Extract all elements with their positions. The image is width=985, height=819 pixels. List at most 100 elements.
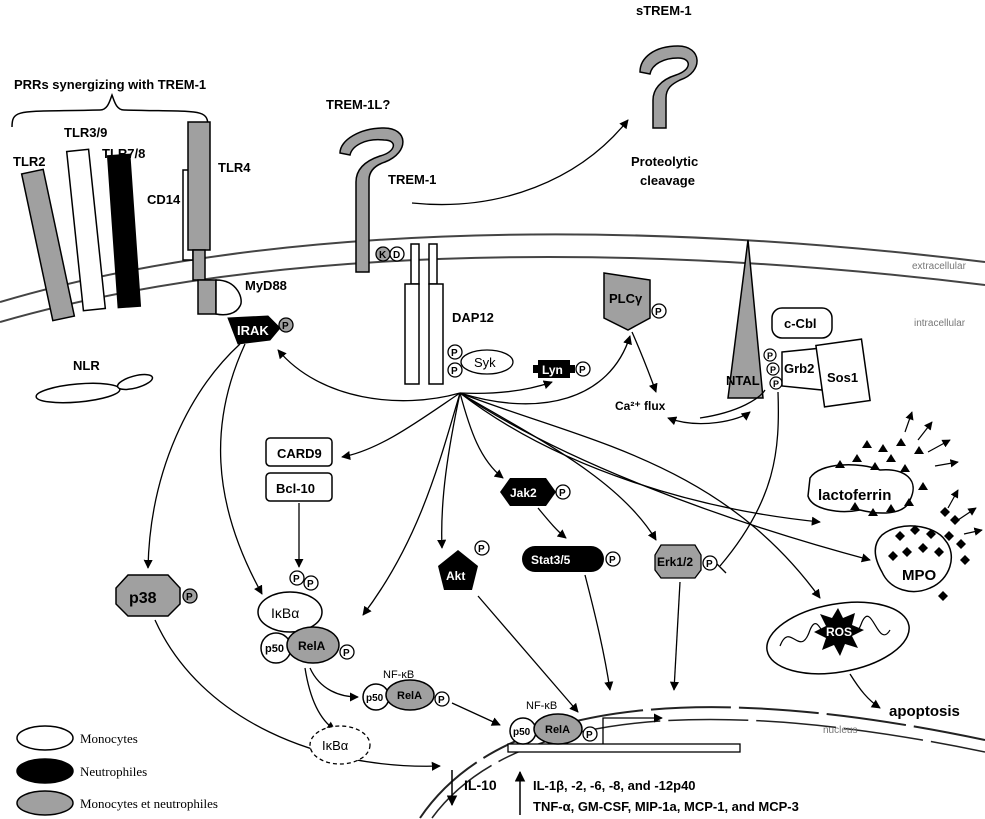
nuclear-rela [533,713,583,745]
legend: Monocytes Neutrophiles Monocytes et neut… [16,725,218,816]
irak-label: IRAK [237,323,269,338]
nuclear-p50-label: p50 [513,727,531,738]
legend-label-both: Monocytes et neutrophiles [80,796,218,811]
nfkb-label: NF-κB [383,669,414,681]
p38-to-nucleus-arrow [154,619,441,771]
dap12-p2-label: P [451,366,458,377]
proteolytic-label: Proteolytic [631,154,698,169]
signal-arrows [277,335,871,616]
strem1-label: sTREM-1 [636,3,692,18]
tlr78-receptor [106,153,142,309]
lactoferrin-label: lactoferrin [818,487,891,504]
dap12-cyto-right [428,283,444,385]
irak-phospho [278,317,294,333]
jak2-to-stat-arrow [537,507,567,539]
tlr78-label: TLR7/8 [102,146,145,161]
cytokine-line-2: TNF-α, GM-CSF, MIP-1a, MCP-1, and MCP-3 [533,799,799,814]
plc-to-ca-arrow [631,331,658,393]
mpo-label: MPO [902,567,937,584]
ikba-phospho-2 [303,575,319,591]
tlr4-stalk [192,249,206,281]
stat-box [522,546,604,572]
legend-label-neutrophiles: Neutrophiles [80,764,147,779]
ntal-adapter [727,239,764,399]
erk-phospho [702,555,718,571]
akt-kinase [438,550,478,590]
legend-swatch-neutrophiles [16,758,74,784]
ikba-p1-label: P [293,574,300,585]
akt-phospho [474,540,490,556]
ikba-phospho-1 [289,570,305,586]
erk-kinase [654,544,702,579]
syk-label: Syk [474,355,496,370]
dap12-p1-label: P [451,348,458,359]
transcription-arrow [602,713,663,744]
stat-p-label: P [609,555,616,566]
akt-to-nucleus-arrow [477,595,579,713]
nucleus-membrane-outer [419,706,985,819]
syk-kinase [460,349,514,375]
jak2-label: Jak2 [510,486,537,500]
nuclear-rela-label: RelA [545,724,570,736]
il10-label: IL-10 [464,777,497,793]
ntal-p3-label: P [773,379,779,389]
erk-p-label: P [706,559,713,570]
d-label: D [393,250,400,261]
p38-phospho [182,588,198,604]
nfkb-import-arrow [451,702,501,726]
nfkb-rela [385,679,435,711]
ikba-p2-label: P [307,579,314,590]
cleavage-label: cleavage [640,173,695,188]
sos1-label: Sos1 [827,370,858,385]
lactoferrin-triangles [835,438,928,516]
ntal-p1-label: P [767,351,773,361]
irak-arrows [143,343,263,595]
legend-swatch-both [16,790,74,816]
lactoferrin-release-arrows [904,411,959,468]
dap12-label: DAP12 [452,310,494,325]
cleavage-arrow [411,119,629,206]
nlr-receptor [35,382,121,404]
ikba-degraded [309,725,371,765]
bcl10-box [265,472,333,502]
dna-strand [507,743,741,753]
ros-burst [814,608,864,656]
akt-label: Akt [446,569,465,583]
nfkb-rela-label: RelA [397,690,422,702]
ntal-phospho-1 [763,348,777,362]
p38-p-label: P [186,592,193,603]
erk-label: Erk1/2 [657,555,693,569]
dap12-chain-left [410,243,420,285]
strem1-molecule [639,45,698,129]
legend-label-monocytes: Monocytes [80,731,138,746]
ikba-label: IκBα [271,605,299,621]
dap12-phospho-1 [447,344,463,360]
akt-p-label: P [478,544,485,555]
p38-label: p38 [129,590,157,607]
tlr4-tir [197,279,217,315]
ntal-label: NTAL [726,373,760,388]
apoptosis-label: apoptosis [889,703,960,720]
stat-phospho [605,551,621,567]
card9-label: CARD9 [277,446,322,461]
nfkb-p-label: P [438,695,445,706]
tlr2-label: TLR2 [13,154,46,169]
cd14-label: CD14 [147,192,181,207]
mpo-release-arrows [947,489,983,536]
k-label: K [379,250,387,261]
prrs-header: PRRs synergizing with TREM-1 [14,77,206,92]
rela-phospho [339,644,355,660]
nfkb-release-arrow [309,667,359,702]
ntal-p2-label: P [770,365,776,375]
prrs-brace [11,92,209,128]
grb2-label: Grb2 [784,361,814,376]
d-residue [389,246,405,262]
trem1l-label: TREM-1L? [326,97,390,112]
dap12-chain-right [428,243,438,285]
myd88-label: MyD88 [245,278,287,293]
plc-gamma [603,272,651,331]
lyn-kinase [538,360,570,378]
dap12-cyto-left [404,283,420,385]
stat-to-nucleus-arrow [584,574,614,691]
mpo-diamonds [888,507,970,601]
